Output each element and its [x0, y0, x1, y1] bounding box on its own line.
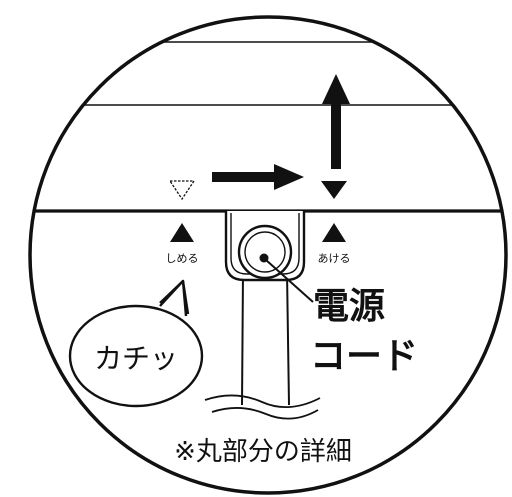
power-cord [204, 271, 321, 420]
cord-outlet [224, 211, 306, 282]
open-mark-icon [322, 223, 346, 242]
power-cord-label-line2: コード [310, 336, 418, 377]
arrow-right-icon [212, 164, 304, 190]
open-label: あける [318, 252, 351, 265]
click-speech-bubble [68, 279, 204, 408]
arrow-up-icon [322, 74, 350, 169]
triangle-down-outline-icon [168, 180, 196, 201]
triangle-down-filled-icon [321, 181, 347, 199]
cord-leader-line [265, 259, 314, 303]
close-label: しめる [166, 252, 199, 265]
detail-note: ※丸部分の詳細 [174, 437, 352, 467]
close-mark-icon [170, 223, 194, 242]
magnified-area: しめる あける カチッ 電源 コード ※丸部分の詳細 [30, 41, 506, 467]
click-sound-text: カチッ [94, 342, 178, 375]
power-cord-label-line1: 電源 [313, 286, 385, 327]
magnifier-circle [28, 15, 508, 495]
